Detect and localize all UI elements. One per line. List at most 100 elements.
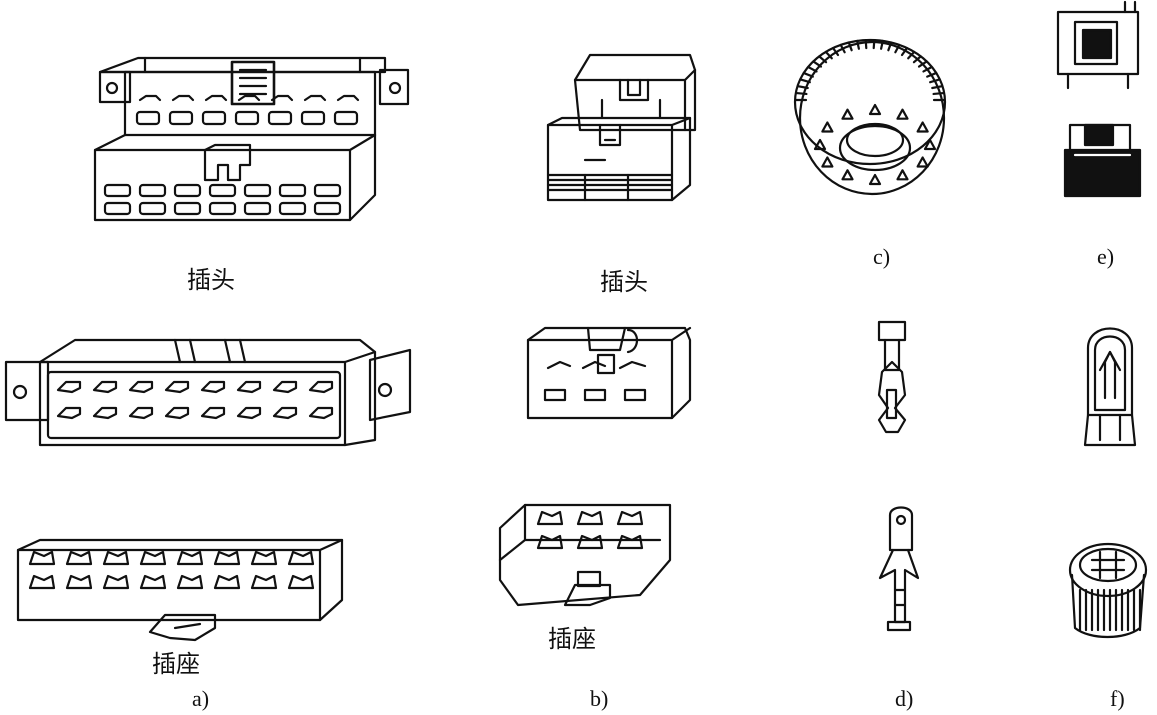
pin-window	[245, 203, 270, 214]
contact-hole	[822, 123, 832, 132]
pin-slot	[538, 512, 562, 524]
rib-line	[798, 86, 808, 88]
pin-slot	[289, 552, 313, 564]
pin-slot	[67, 552, 91, 564]
connector-b-plug-drawing	[548, 55, 695, 200]
pin-window	[315, 185, 340, 196]
rib-line	[857, 41, 859, 49]
rib-line	[819, 56, 826, 62]
pin-slot	[202, 382, 224, 392]
pin-slot	[202, 408, 224, 418]
caption-c: c)	[873, 244, 891, 269]
pin-window	[210, 185, 235, 196]
pin-slot	[238, 408, 260, 418]
pin-window	[203, 112, 225, 124]
pin-window	[302, 112, 324, 124]
caption-f: f)	[1110, 686, 1125, 711]
pin-window	[315, 203, 340, 214]
rib-line	[888, 43, 891, 51]
pin-slot	[310, 382, 332, 392]
contact-hole	[898, 110, 908, 119]
connector-a-socket-drawing	[6, 340, 410, 445]
pin-window	[338, 96, 358, 100]
pin-window	[140, 96, 160, 100]
rib-line	[813, 61, 821, 66]
rib-line	[919, 61, 927, 66]
pin-window	[175, 203, 200, 214]
pin-slot	[141, 552, 165, 564]
pin-window	[140, 203, 165, 214]
terminal-d-upper-drawing	[879, 322, 905, 432]
pin-window	[335, 112, 357, 124]
rib-line	[932, 86, 942, 88]
rib-line	[866, 40, 867, 48]
pin-window	[173, 96, 193, 100]
pin-window	[280, 185, 305, 196]
rib-line	[849, 43, 852, 51]
contact-hole	[925, 140, 935, 149]
rib-line	[902, 48, 907, 55]
pin-slot	[94, 408, 116, 418]
connector-a-base-drawing	[18, 540, 342, 640]
pin-window	[140, 185, 165, 196]
pin-slot	[578, 512, 602, 524]
pin-slot	[274, 382, 296, 392]
label-b-plug: 插头	[600, 268, 648, 296]
pin-window	[269, 112, 291, 124]
rib-line	[841, 45, 845, 52]
rib-line	[895, 45, 899, 52]
caption-a: a)	[192, 686, 210, 711]
caption-d: d)	[895, 686, 914, 711]
pin-slot	[178, 552, 202, 564]
contact-hole	[870, 105, 880, 114]
rib-line	[927, 73, 936, 77]
pin-window	[105, 185, 130, 196]
part-e-upper-drawing	[1058, 2, 1138, 88]
pin-slot	[618, 536, 642, 548]
pin-slot	[166, 408, 188, 418]
label-a-plug: 插头	[187, 266, 235, 294]
rib-line	[833, 48, 838, 55]
pin-slot	[274, 408, 296, 418]
pin-window	[137, 112, 159, 124]
part-e-lower-drawing	[1065, 125, 1140, 196]
pin-slot	[578, 536, 602, 548]
pin-slot	[310, 408, 332, 418]
rib-line	[826, 52, 832, 58]
pin-window	[210, 203, 235, 214]
connector-b-socket-drawing	[528, 328, 690, 418]
rib-line	[874, 40, 875, 48]
pin-slot	[289, 576, 313, 588]
contact-hole	[870, 175, 880, 184]
pin-slot	[141, 576, 165, 588]
pin-slot	[104, 552, 128, 564]
pin-slot	[538, 536, 562, 548]
label-a-socket: 插座	[152, 650, 200, 678]
rib-line	[908, 52, 914, 58]
contact-hole	[822, 158, 832, 167]
pin-slot	[166, 382, 188, 392]
contact-hole	[843, 110, 853, 119]
pin-window	[170, 112, 192, 124]
pin-slot	[30, 552, 54, 564]
contact-hole	[898, 170, 908, 179]
pin-slot	[215, 552, 239, 564]
connector-a-plug-drawing	[95, 58, 408, 220]
pin-window	[206, 96, 226, 100]
pin-slot	[130, 382, 152, 392]
pin-slot	[67, 576, 91, 588]
rib-line	[797, 93, 807, 94]
rib-line	[804, 73, 813, 77]
pin-slot	[252, 552, 276, 564]
rib-line	[930, 79, 939, 82]
pin-window	[175, 185, 200, 196]
rib-line	[934, 93, 944, 94]
pin-slot	[238, 382, 260, 392]
connector-c-drawing	[795, 40, 945, 194]
contact-hole	[918, 158, 928, 167]
pin-window	[272, 96, 292, 100]
pin-window	[305, 96, 325, 100]
part-f-bulb-drawing	[1085, 329, 1135, 446]
caption-e: e)	[1097, 244, 1115, 269]
